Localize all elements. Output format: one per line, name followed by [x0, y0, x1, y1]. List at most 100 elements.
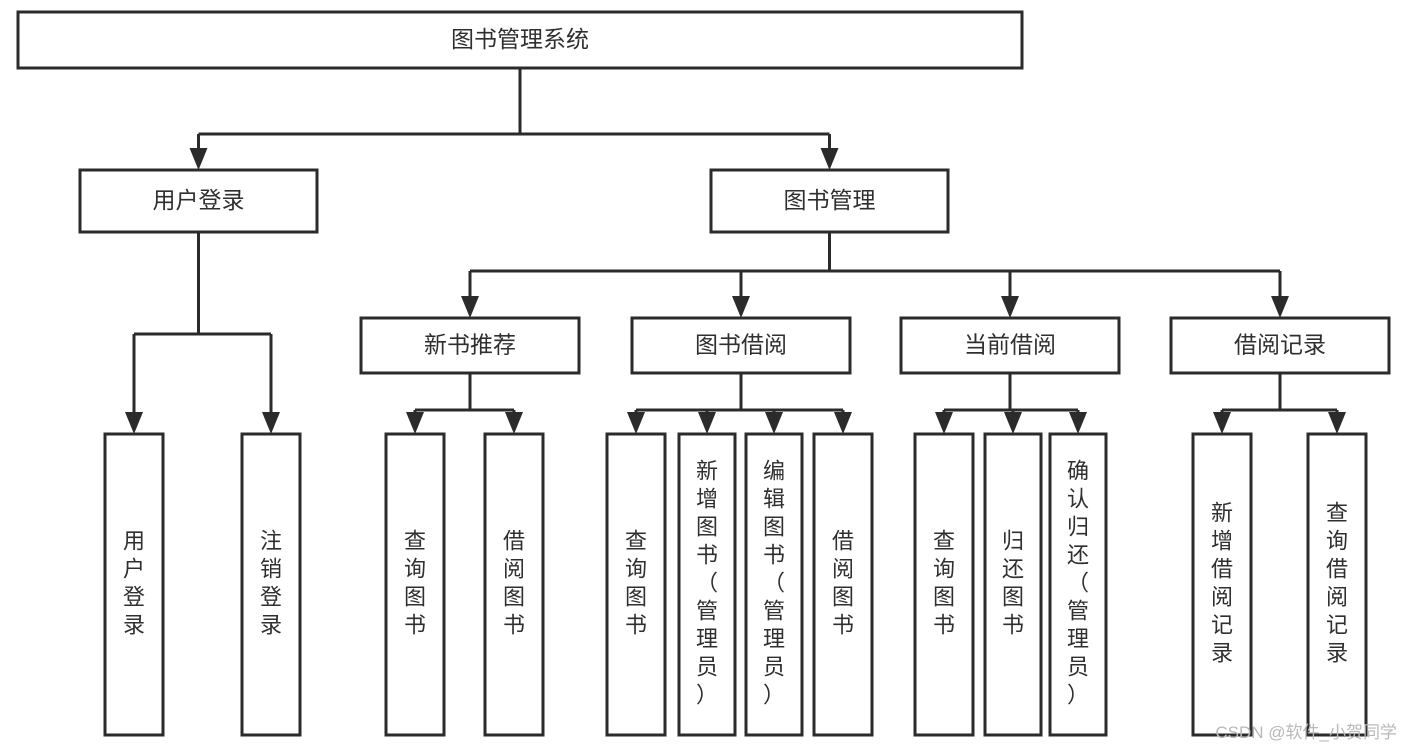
node-label-char-leaf-add-borrow-record-0: 新 [1211, 500, 1233, 525]
arrow-head-icon-book-borrow [732, 296, 750, 318]
csdn-watermark: CSDN @软件_小贺同学 [1215, 723, 1397, 742]
node-borrow-record[interactable]: 借阅记录 [1169, 316, 1391, 375]
node-label-char-leaf-add-book-admin-8: ） [696, 682, 718, 707]
node-box-root [16, 10, 1024, 70]
node-label-char-leaf-add-book-admin-2: 图 [696, 514, 718, 539]
node-label-char-leaf-query-book-recommend-3: 书 [404, 612, 426, 637]
node-label-char-leaf-edit-book-admin-6: 理 [763, 626, 785, 651]
node-label-char-leaf-query-book-borrow-2: 图 [625, 584, 647, 609]
arrow-head-icon-leaf-borrow-book [834, 412, 852, 434]
node-label-char-leaf-user-login-1: 户 [123, 556, 145, 581]
arrow-head-icon-leaf-return-book [1004, 412, 1022, 434]
node-label-char-leaf-query-book-recommend-0: 查 [404, 528, 426, 553]
arrow-head-icon-leaf-user-login [125, 412, 143, 434]
node-label-char-leaf-query-borrow-record-1: 询 [1326, 528, 1348, 553]
node-book-borrow[interactable]: 图书借阅 [630, 316, 852, 375]
node-label-char-leaf-edit-book-admin-8: ） [763, 682, 785, 707]
node-label-char-leaf-borrow-book-recommend-0: 借 [503, 528, 525, 553]
arrow-head-icon-leaf-edit-book-admin [765, 412, 783, 434]
node-label-char-leaf-confirm-return-admin-0: 确 [1067, 458, 1089, 483]
node-box-leaf-logout-login [240, 432, 302, 737]
node-label-char-leaf-query-borrow-record-4: 记 [1326, 612, 1348, 637]
arrow-head-icon-leaf-add-borrow-record [1213, 412, 1231, 434]
node-label-char-leaf-query-book-current-3: 书 [933, 612, 955, 637]
node-label-char-leaf-confirm-return-admin-4: （ [1067, 570, 1089, 595]
arrow-head-icon-new-book-recommend [461, 296, 479, 318]
node-label-char-leaf-return-book-0: 归 [1002, 528, 1024, 553]
node-label-char-leaf-edit-book-admin-3: 书 [763, 542, 785, 567]
node-root[interactable]: 图书管理系统 [16, 10, 1024, 70]
node-label-char-leaf-add-borrow-record-1: 增 [1211, 528, 1233, 553]
node-box-current-borrow [899, 316, 1121, 375]
node-label-char-leaf-borrow-book-3: 书 [832, 612, 854, 637]
node-label-char-leaf-confirm-return-admin-8: ） [1067, 682, 1089, 707]
node-label-char-leaf-add-book-admin-4: （ [696, 570, 718, 595]
node-label-char-leaf-logout-login-2: 登 [260, 584, 282, 609]
node-label-char-leaf-query-book-borrow-0: 查 [625, 528, 647, 553]
node-book-management[interactable]: 图书管理 [709, 168, 950, 234]
node-box-leaf-add-borrow-record [1191, 432, 1253, 737]
node-label-char-leaf-add-book-admin-5: 管 [696, 598, 718, 623]
node-label-char-leaf-query-borrow-record-5: 录 [1326, 640, 1348, 665]
node-label-char-leaf-query-book-recommend-2: 图 [404, 584, 426, 609]
node-label-char-leaf-add-borrow-record-3: 阅 [1211, 584, 1233, 609]
node-label-char-leaf-user-login-3: 录 [123, 612, 145, 637]
node-label-char-leaf-query-borrow-record-3: 阅 [1326, 584, 1348, 609]
connector-layer [125, 68, 1346, 434]
node-box-book-management [709, 168, 950, 234]
node-box-book-borrow [630, 316, 852, 375]
node-label-char-leaf-query-book-borrow-1: 询 [625, 556, 647, 581]
node-label-char-leaf-confirm-return-admin-5: 管 [1067, 598, 1089, 623]
node-label-char-leaf-logout-login-0: 注 [260, 528, 282, 553]
node-label-char-leaf-logout-login-1: 销 [260, 556, 282, 581]
node-label-char-leaf-query-book-borrow-3: 书 [625, 612, 647, 637]
node-label-char-leaf-confirm-return-admin-1: 认 [1067, 486, 1089, 511]
node-leaf-user-login[interactable]: 用户登录 [103, 432, 165, 737]
node-box-leaf-return-book [983, 432, 1043, 737]
arrow-head-icon-book-management [820, 148, 839, 170]
node-layer: 图书管理系统用户登录图书管理新书推荐图书借阅当前借阅借阅记录用户登录注销登录查询… [16, 10, 1391, 737]
node-label-borrow-record: 借阅记录 [1234, 332, 1326, 358]
node-box-user-login [78, 168, 319, 234]
node-label-char-leaf-query-book-current-0: 查 [933, 528, 955, 553]
node-box-leaf-query-book-current [913, 432, 975, 737]
node-label-char-leaf-borrow-book-recommend-1: 阅 [503, 556, 525, 581]
arrow-head-icon-leaf-query-book-recommend [406, 412, 424, 434]
arrow-head-icon-leaf-query-borrow-record [1328, 412, 1346, 434]
node-box-leaf-query-borrow-record [1306, 432, 1368, 737]
node-new-book-recommend[interactable]: 新书推荐 [359, 316, 581, 375]
node-label-char-leaf-return-book-3: 书 [1002, 612, 1024, 637]
arrow-head-icon-user-login [189, 148, 208, 170]
node-label-book-borrow: 图书借阅 [695, 332, 787, 358]
node-box-leaf-add-book-admin [677, 432, 737, 737]
node-label-char-leaf-add-book-admin-1: 增 [696, 486, 718, 511]
node-user-login[interactable]: 用户登录 [78, 168, 319, 234]
arrow-head-icon-leaf-query-book-borrow [627, 412, 645, 434]
node-label-char-leaf-confirm-return-admin-3: 还 [1067, 542, 1089, 567]
node-label-char-leaf-borrow-book-0: 借 [832, 528, 854, 553]
node-label-char-leaf-borrow-book-recommend-3: 书 [503, 612, 525, 637]
node-label-char-leaf-add-book-admin-0: 新 [696, 458, 718, 483]
node-box-borrow-record [1169, 316, 1391, 375]
node-label-char-leaf-query-book-recommend-1: 询 [404, 556, 426, 581]
node-current-borrow[interactable]: 当前借阅 [899, 316, 1121, 375]
node-label-char-leaf-borrow-book-1: 阅 [832, 556, 854, 581]
node-label-char-leaf-user-login-2: 登 [123, 584, 145, 609]
node-label-char-leaf-query-borrow-record-2: 借 [1326, 556, 1348, 581]
node-label-char-leaf-confirm-return-admin-2: 归 [1067, 514, 1089, 539]
arrow-head-icon-borrow-record [1271, 296, 1289, 318]
node-label-book-management: 图书管理 [784, 187, 876, 213]
